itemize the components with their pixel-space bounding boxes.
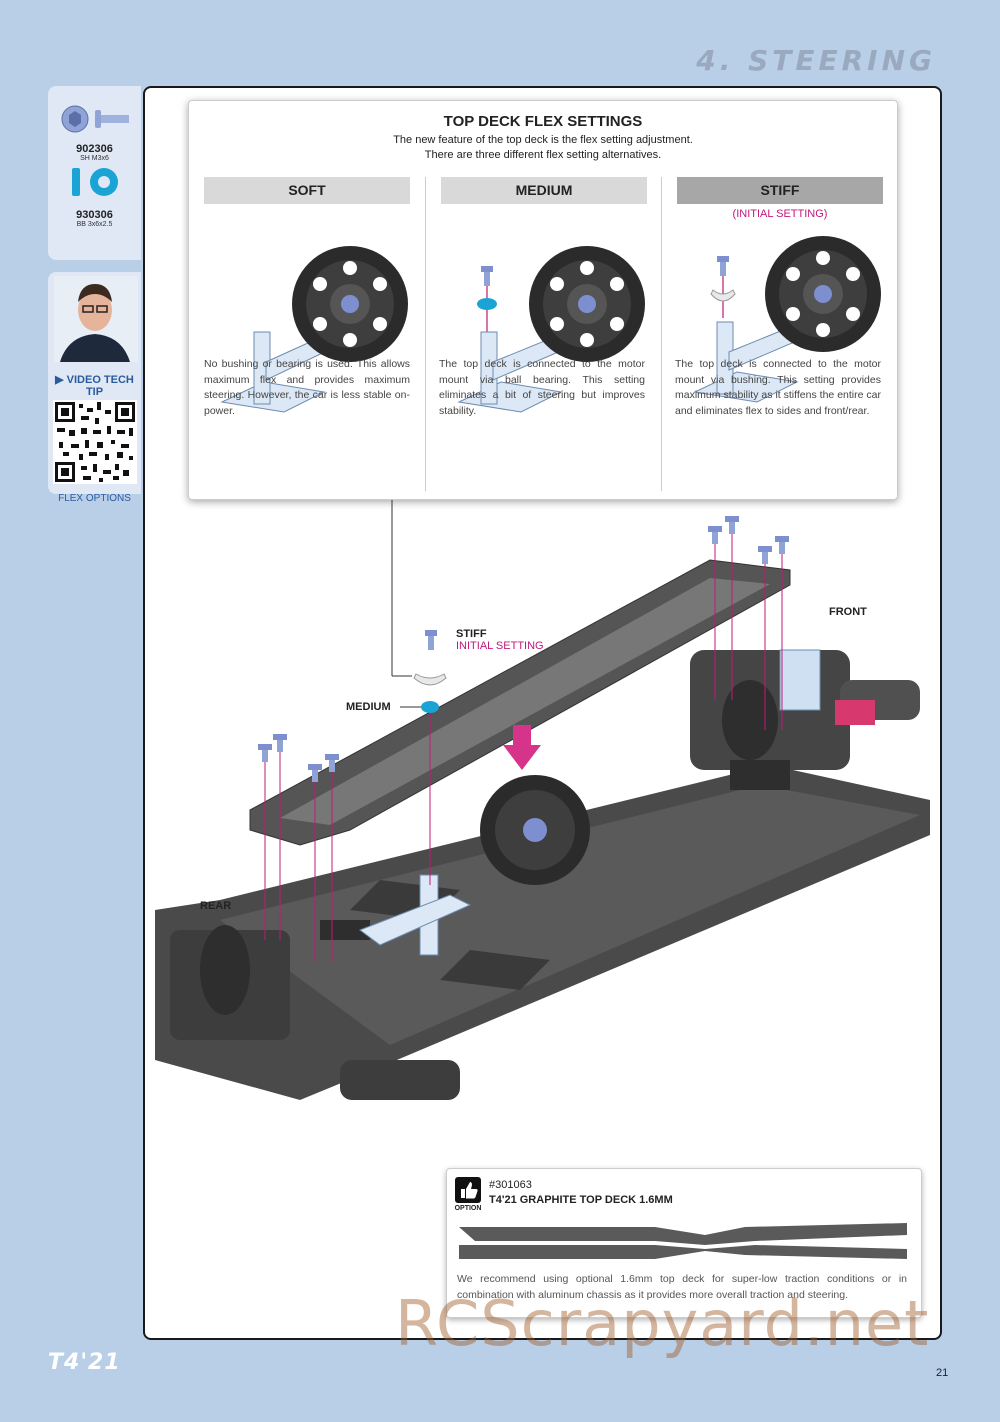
- part-desc: BB 3x6x2.5: [76, 221, 113, 228]
- top-deck-illustration: [459, 1223, 907, 1259]
- stiff-label: STIFF INITIAL SETTING: [456, 628, 544, 652]
- option-callout: OPTION #301063 T4'21 GRAPHITE TOP DECK 1…: [446, 1168, 922, 1318]
- front-label: FRONT: [829, 606, 867, 618]
- footer-logo: T4'21: [48, 1350, 121, 1375]
- column-heading: SOFT: [204, 177, 410, 204]
- column-description: No bushing or bearing is used. This allo…: [204, 358, 410, 417]
- parts-card: 902306 SH M3x6 930306 BB 3x6x2.5: [48, 86, 141, 260]
- page-number: 21: [936, 1367, 949, 1379]
- option-part-name: T4'21 GRAPHITE TOP DECK 1.6MM: [489, 1194, 673, 1206]
- thumbs-up-icon: [455, 1177, 481, 1203]
- callout-title: TOP DECK FLEX SETTINGS: [443, 113, 643, 130]
- chassis-assembly-diagram: [155, 500, 930, 1100]
- option-description: We recommend using optional 1.6mm top de…: [457, 1273, 907, 1301]
- option-badge: OPTION: [454, 1205, 482, 1212]
- stiff-illustration: [693, 236, 881, 403]
- column-medium: MEDIUM: [441, 177, 647, 427]
- section-title: 4. STEERING: [696, 44, 936, 77]
- column-description: The top deck is connected to the motor m…: [675, 358, 881, 417]
- bearing-icon: [72, 168, 118, 196]
- screw-icon: [61, 105, 129, 133]
- qr-code-icon[interactable]: [52, 400, 137, 484]
- column-note: [204, 208, 410, 222]
- column-note: (INITIAL SETTING): [732, 208, 828, 220]
- column-description: The top deck is connected to the motor m…: [439, 358, 645, 417]
- soft-illustration: [220, 246, 408, 413]
- presenter-photo: [54, 276, 138, 362]
- play-icon: ▶: [55, 374, 64, 386]
- flex-settings-callout: TOP DECK FLEX SETTINGS The new feature o…: [188, 100, 898, 500]
- column-note: [441, 208, 647, 222]
- medium-illustration: [457, 246, 645, 413]
- medium-label: MEDIUM: [346, 701, 391, 713]
- divider: [661, 177, 662, 491]
- part-number: 902306: [76, 143, 113, 155]
- part-number: 930306: [76, 209, 113, 221]
- divider: [425, 177, 426, 491]
- column-heading: STIFF: [677, 177, 883, 204]
- video-tip-card[interactable]: ▶ VIDEO TECH TIP FLEX OPTIONS: [48, 272, 141, 504]
- option-part-number: #301063: [489, 1179, 532, 1191]
- watermark: RCScrapyard.net: [395, 1287, 930, 1360]
- column-stiff: STIFF (INITIAL SETTING): [677, 177, 883, 427]
- rear-label: REAR: [200, 900, 232, 912]
- video-tip-label: ▶ VIDEO TECH TIP: [55, 374, 134, 398]
- video-caption: FLEX OPTIONS: [58, 493, 131, 504]
- column-soft: SOFT: [204, 177, 410, 427]
- part-desc: SH M3x6: [80, 155, 109, 162]
- callout-subtitle: The new feature of the top deck is the f…: [393, 134, 693, 161]
- column-heading: MEDIUM: [441, 177, 647, 204]
